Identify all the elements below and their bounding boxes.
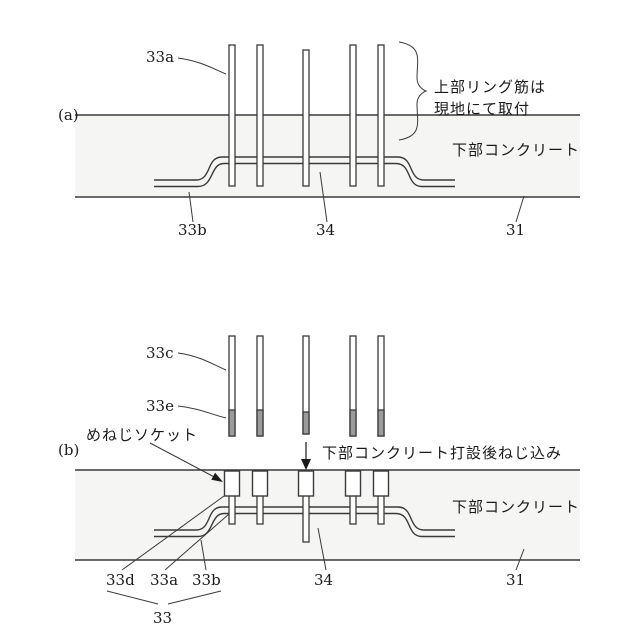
ring-bar-top-a — [154, 156, 455, 181]
leader-socket-callout — [149, 442, 221, 481]
label-33-group: 33 — [153, 609, 172, 627]
label-34-b: 34 — [314, 571, 333, 589]
screw-socket-3 — [344, 470, 362, 497]
screw-socket-center — [297, 470, 315, 497]
group-brace-right — [167, 590, 222, 605]
vertical-rebar-a-1 — [228, 44, 236, 187]
leader-33a-a — [177, 57, 227, 75]
anchor-bar-b-2 — [256, 493, 264, 525]
leader-34-a — [319, 171, 328, 223]
label-33b-a: 33b — [178, 221, 207, 239]
anchor-bar-b-4 — [377, 493, 385, 525]
leader-33b-b — [200, 539, 207, 571]
label-34-a: 34 — [316, 221, 335, 239]
panel-a-tag: (a) — [58, 106, 79, 124]
concrete-slab-b — [75, 470, 580, 560]
down-arrow-icon — [301, 459, 311, 470]
screw-socket-1 — [223, 470, 241, 497]
bracket-note-line2: 現地にて取付 — [434, 100, 530, 118]
leader-33a-b — [164, 513, 230, 571]
leader-33c-b — [177, 352, 227, 371]
leader-33d-b — [121, 495, 225, 571]
anchor-bar-b-center-34 — [302, 493, 310, 543]
socket-callout-arrowhead — [211, 472, 223, 482]
ring-bar-bottom-a — [154, 162, 455, 188]
bracket-note-line1: 上部リング筋は — [434, 78, 546, 96]
threaded-tip-2 — [256, 409, 264, 437]
leader-34-b — [317, 527, 327, 571]
label-33a-b: 33a — [150, 571, 178, 589]
label-31-a: 31 — [506, 221, 525, 239]
leader-33b-a — [188, 191, 194, 223]
panel-b-tag: (b) — [58, 441, 79, 459]
concrete-slab-a — [75, 115, 580, 197]
leader-31-a — [515, 195, 525, 223]
threaded-tip-3 — [349, 409, 357, 437]
threaded-tip-4 — [377, 409, 385, 437]
vertical-rebar-a-3 — [349, 44, 357, 187]
vertical-rebar-a-center-34 — [302, 49, 310, 187]
group-brace-left — [106, 590, 159, 605]
leader-33e-b — [177, 405, 227, 419]
floating-rebars-b — [228, 335, 385, 437]
socket-callout-label: めねじソケット — [86, 426, 198, 444]
concrete-label-a: 下部コンクリート — [452, 141, 580, 159]
screw-socket-2 — [251, 470, 269, 497]
leader-31-b — [515, 548, 525, 571]
label-33a-a: 33a — [146, 48, 174, 66]
threaded-tip-center — [302, 411, 310, 435]
screw-socket-4 — [372, 470, 390, 497]
panel-a: (a) 33a 33b 34 31 上部リング筋は 現地にて取付 下部コンクリー… — [58, 41, 580, 239]
upper-ring-bracket — [398, 41, 428, 141]
concrete-label-b: 下部コンクリート — [452, 498, 580, 516]
vertical-rebar-a-2 — [256, 44, 264, 187]
arrow-note-label: 下部コンクリート打設後ねじ込み — [322, 444, 562, 462]
ring-bar-top-b — [154, 506, 455, 531]
anchor-bar-b-1 — [228, 493, 236, 525]
vertical-rebar-a-4 — [377, 44, 385, 187]
anchor-bar-b-3 — [349, 493, 357, 525]
threaded-tip-1 — [228, 409, 236, 437]
label-33d-b: 33d — [106, 571, 135, 589]
label-31-b: 31 — [506, 571, 525, 589]
panel-b: (b) 33c 33e めねじソケット 下部コンクリート打設後ねじ込み 下部コン… — [58, 335, 580, 627]
label-33c-b: 33c — [146, 344, 174, 362]
label-33e-b: 33e — [146, 397, 174, 415]
label-33b-b: 33b — [192, 571, 221, 589]
